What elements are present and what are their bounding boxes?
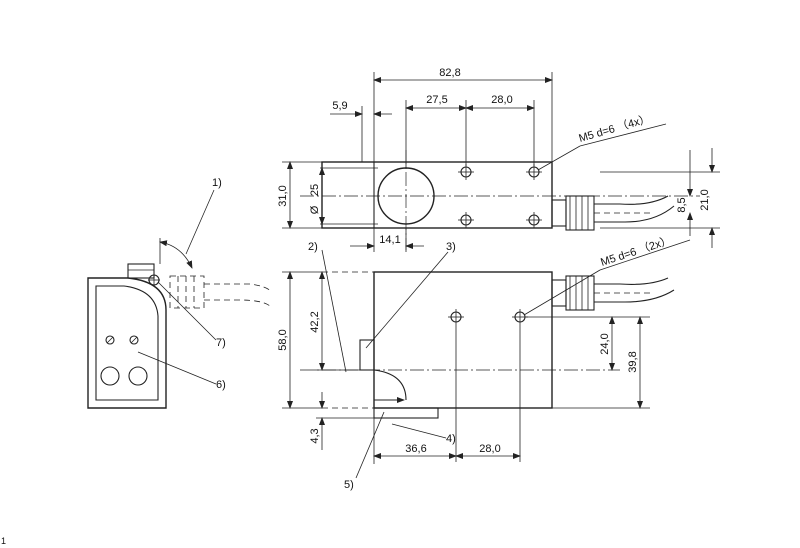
callouts: 1) 2) 3) 4) 5) 6) 7) [137,177,456,491]
thread-side-label: M5 d=6 （2x） [599,234,673,269]
dim-bottom-offset: 14,1 [379,234,400,246]
corner-mark: 1 [1,536,6,546]
callout-6: 6) [216,379,226,391]
callout-3: 3) [446,241,456,253]
dim-side-bottom: 4,3 [309,428,321,443]
dim-hole-spacing-b: 28,0 [491,94,512,106]
front-holes [448,309,528,462]
dim-right-outer: 21,0 [699,189,711,210]
dim-bottom-right: 28,0 [479,443,500,455]
dim-right-inner: 8,5 [676,197,688,212]
dim-right-high: 39,8 [627,351,639,372]
top-holes [458,164,542,228]
dim-height-top: 31,0 [277,185,289,206]
dim-diameter-symbol: Ø [309,205,321,214]
dim-offset-left: 5,9 [332,100,347,112]
front-view: 58,0 42,2 4,3 36,6 28,0 24,0 39,8 M5 d=6… [277,234,691,464]
callout-2: 2) [308,241,318,253]
callout-4: 4) [446,433,456,445]
dim-side-height: 58,0 [277,329,289,350]
thread-top-label: M5 d=6 （4x） [577,112,651,145]
dim-diameter: 25 [309,184,321,196]
dim-bottom-left: 36,6 [405,443,426,455]
callout-7: 7) [216,337,226,349]
top-view: 82,8 27,5 28,0 5,9 31,0 Ø 25 14,1 [277,67,720,252]
dim-total-length: 82,8 [439,67,460,79]
dim-side-inner: 42,2 [309,311,321,332]
dim-hole-spacing-a: 27,5 [426,94,447,106]
side-view [87,238,273,409]
front-connector [551,275,675,311]
top-connector [551,195,675,231]
callout-5: 5) [344,479,354,491]
dim-right-low: 24,0 [599,333,611,354]
callout-1: 1) [212,177,222,189]
